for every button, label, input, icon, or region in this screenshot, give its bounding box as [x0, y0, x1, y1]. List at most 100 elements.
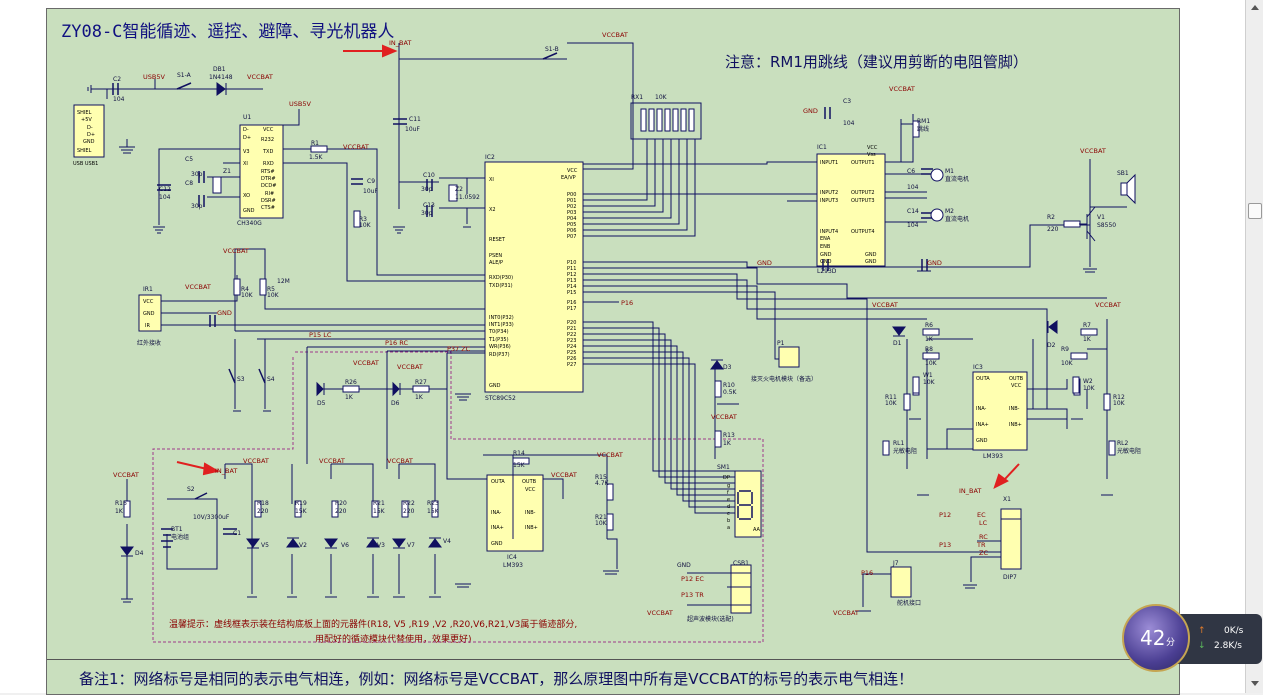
r16-val: 1K	[115, 508, 124, 515]
p1-ref: P1	[777, 340, 785, 347]
csb1-ref: CSB1	[733, 560, 749, 567]
ic3-pin: INA+	[976, 422, 989, 428]
u1-pin: VCC	[263, 127, 274, 133]
u1-pin: GND	[243, 208, 255, 214]
seg-pin: d	[727, 504, 730, 510]
ic1-pin: OUTPUT1	[851, 160, 875, 166]
s1a-label: S1-A	[177, 72, 192, 79]
r21b-ref: R21	[595, 514, 607, 521]
rm1-val: 跳线	[917, 125, 929, 133]
r3-val: 10K	[359, 222, 372, 229]
seg-pin: f	[727, 490, 729, 496]
c1-val: 10V/3300uF	[193, 514, 230, 521]
ic3-pin: INB-	[1009, 406, 1020, 412]
tip-line-2: 用配好的循迹模块代替使用，效果更好)	[315, 635, 472, 645]
ic2-pin: INT1(P33)	[489, 322, 514, 328]
r11-ref: R11	[885, 394, 897, 401]
v7-ref: V7	[407, 542, 415, 549]
res-12m: 12M	[277, 278, 290, 285]
r9-ref: R9	[1061, 346, 1069, 353]
m1-name: 直流电机	[945, 175, 969, 183]
x1-net: RC	[979, 533, 988, 541]
ic4-pin: INA+	[491, 525, 504, 531]
seg-pin: a	[727, 525, 730, 531]
u1-pin: DTR#	[261, 176, 276, 182]
d1-ref: D1	[893, 340, 902, 347]
d2-ref: D2	[1047, 342, 1056, 349]
m2-ref: M2	[945, 208, 954, 215]
r16-ref: R16	[115, 500, 127, 507]
ic1-pin: Vss	[867, 152, 876, 158]
u1-pin: R232	[261, 137, 274, 143]
c10-ref: C10	[423, 172, 435, 179]
ic2-pin: INT0(P32)	[489, 315, 514, 321]
ic2-pin: P13	[567, 278, 576, 284]
ic2-pin: P25	[567, 350, 576, 356]
s2-ref: S2	[187, 486, 195, 493]
ic3-pin: GND	[976, 438, 988, 444]
seg-pin: e	[727, 497, 730, 503]
ic3-ref: IC3	[973, 364, 983, 371]
c1-ref: C1	[233, 530, 241, 537]
ic2-pin: X2	[489, 207, 496, 213]
schematic-diagram: U1 CH340G D- D+ V3 XI XO GND VCC R232 TX…	[73, 31, 1141, 643]
r5-val: 10K	[267, 292, 280, 299]
c14-ref: C14	[907, 208, 919, 215]
battery-and-switches	[161, 52, 558, 548]
r12-val: 10K	[1113, 400, 1126, 407]
rx1-resistor-array	[630, 102, 702, 140]
ic2-pin: P26	[567, 356, 576, 362]
r6-val: 1K	[925, 336, 934, 343]
ic1-pin: GND	[865, 252, 877, 258]
c12-ref: C12	[159, 186, 171, 193]
net-vccbat: VCCBAT	[602, 31, 628, 39]
r21b-val: 10K	[595, 520, 608, 527]
r18-ref: R18	[257, 500, 269, 507]
schematic-title: ZY08-C智能循迹、遥控、避障、寻光机器人	[61, 22, 395, 42]
schematic-board: ZY08-C智能循迹、遥控、避障、寻光机器人 注意：RM1用跳线（建议用剪断的电…	[46, 8, 1180, 695]
vertical-scrollbar[interactable]	[1245, 0, 1263, 693]
scrollbar-thumb[interactable]	[1248, 203, 1262, 219]
r18-val: 220	[257, 508, 269, 515]
r5-ref: R5	[267, 286, 275, 293]
scroll-up-icon[interactable]	[1249, 2, 1261, 14]
ic2-pin: XI	[489, 177, 494, 183]
u1-pin: RTS#	[261, 169, 275, 175]
csb-name: 超声波模块(选配)	[687, 615, 734, 623]
net-p12-ec: P12 EC	[681, 575, 704, 583]
ic1-pin: VCC	[867, 145, 878, 151]
s1b-label: S1-B	[545, 46, 559, 53]
x1-ref: X1	[1003, 496, 1011, 503]
ic1-pin: INPUT3	[820, 198, 838, 204]
u1-pin: DSR#	[261, 198, 276, 204]
p1-name: 接灭火电机模块（备选）	[751, 375, 817, 383]
capacitors	[112, 83, 933, 535]
bt1-name: 电池组	[171, 533, 189, 541]
ic2-pin: VCC	[567, 168, 578, 174]
c5-ref: C5	[185, 156, 193, 163]
scroll-down-icon[interactable]	[1249, 677, 1261, 689]
r23-ref: R23	[427, 500, 439, 507]
x1-net: TR	[976, 541, 986, 549]
r13-val: 1K	[723, 440, 732, 447]
ic1-pin: OUTPUT4	[851, 229, 875, 235]
net-in-bat: IN_BAT	[959, 487, 981, 495]
diodes	[120, 82, 1058, 557]
r26-val: 1K	[345, 394, 354, 401]
speed-widget[interactable]: 42 分	[1122, 604, 1262, 674]
ic2-pin: P06	[567, 228, 576, 234]
ic2-pin: P14	[567, 284, 576, 290]
db1-part: 1N4148	[209, 74, 233, 81]
rx1-val: 10K	[655, 94, 668, 101]
ic2-pin: P20	[567, 320, 576, 326]
r15-ref: R15	[595, 474, 607, 481]
r19-val: 15K	[295, 508, 308, 515]
ic1-pin: OUTPUT3	[851, 198, 875, 204]
upload-speed: 0K/s	[1224, 626, 1244, 636]
score-ball[interactable]: 42 分	[1122, 604, 1190, 672]
rx1-ref: RX1	[631, 94, 643, 101]
ic3-pin: OUTB	[1009, 376, 1024, 382]
ic2-pin: EA/VP	[561, 175, 576, 181]
ic2-pin: P01	[567, 198, 576, 204]
ir1-ref: IR1	[143, 286, 153, 293]
